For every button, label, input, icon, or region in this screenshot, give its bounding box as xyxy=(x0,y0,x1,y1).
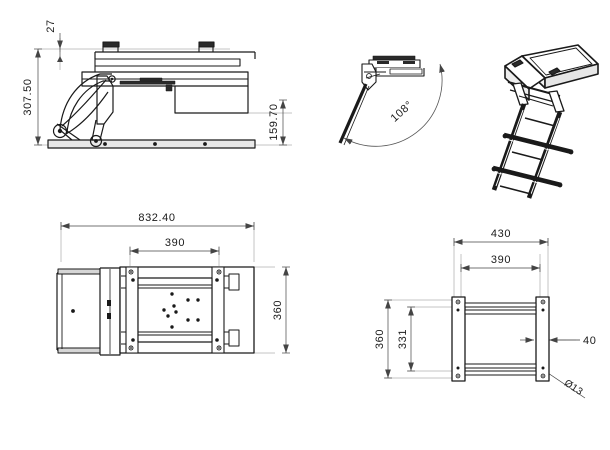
dim-159-70 xyxy=(279,99,287,146)
dim-331 xyxy=(407,306,415,372)
dim-307-50 xyxy=(34,48,42,146)
dim-label-plan-360: 360 xyxy=(272,300,284,320)
view-angle xyxy=(335,55,445,147)
dim-27 xyxy=(57,33,63,62)
dim-label-430: 430 xyxy=(491,228,511,240)
dim-label-331: 331 xyxy=(397,329,409,349)
dim-label-832-40: 832.40 xyxy=(138,212,175,224)
dim-label-40: 40 xyxy=(583,335,596,347)
dim-832-40 xyxy=(60,222,255,230)
dim-label-159-70: 159.70 xyxy=(268,103,280,140)
dim-label-front-390: 390 xyxy=(491,254,511,266)
plan-hole-pattern xyxy=(162,292,200,329)
dim-label-plan-390: 390 xyxy=(165,237,185,249)
dim-label-307-50: 307.50 xyxy=(22,78,34,115)
view-isometric xyxy=(491,44,599,199)
dim-plan-360 xyxy=(282,266,290,354)
front-rail-holes xyxy=(455,299,546,379)
pivot-linkage xyxy=(52,73,116,148)
view-side-elevation xyxy=(34,33,292,149)
iso-ladder xyxy=(491,103,574,199)
dim-label-front-360: 360 xyxy=(374,329,386,349)
dim-plan-390 xyxy=(129,247,220,255)
dim-front-390 xyxy=(460,264,541,272)
angle-arc xyxy=(343,63,445,147)
iso-frame xyxy=(504,55,565,113)
front-witness-lines xyxy=(385,238,580,379)
view-front-frame xyxy=(384,238,586,399)
dim-front-360 xyxy=(384,299,392,379)
dim-430 xyxy=(453,238,549,246)
dim-label-27: 27 xyxy=(45,19,57,32)
view-plan xyxy=(56,222,290,356)
